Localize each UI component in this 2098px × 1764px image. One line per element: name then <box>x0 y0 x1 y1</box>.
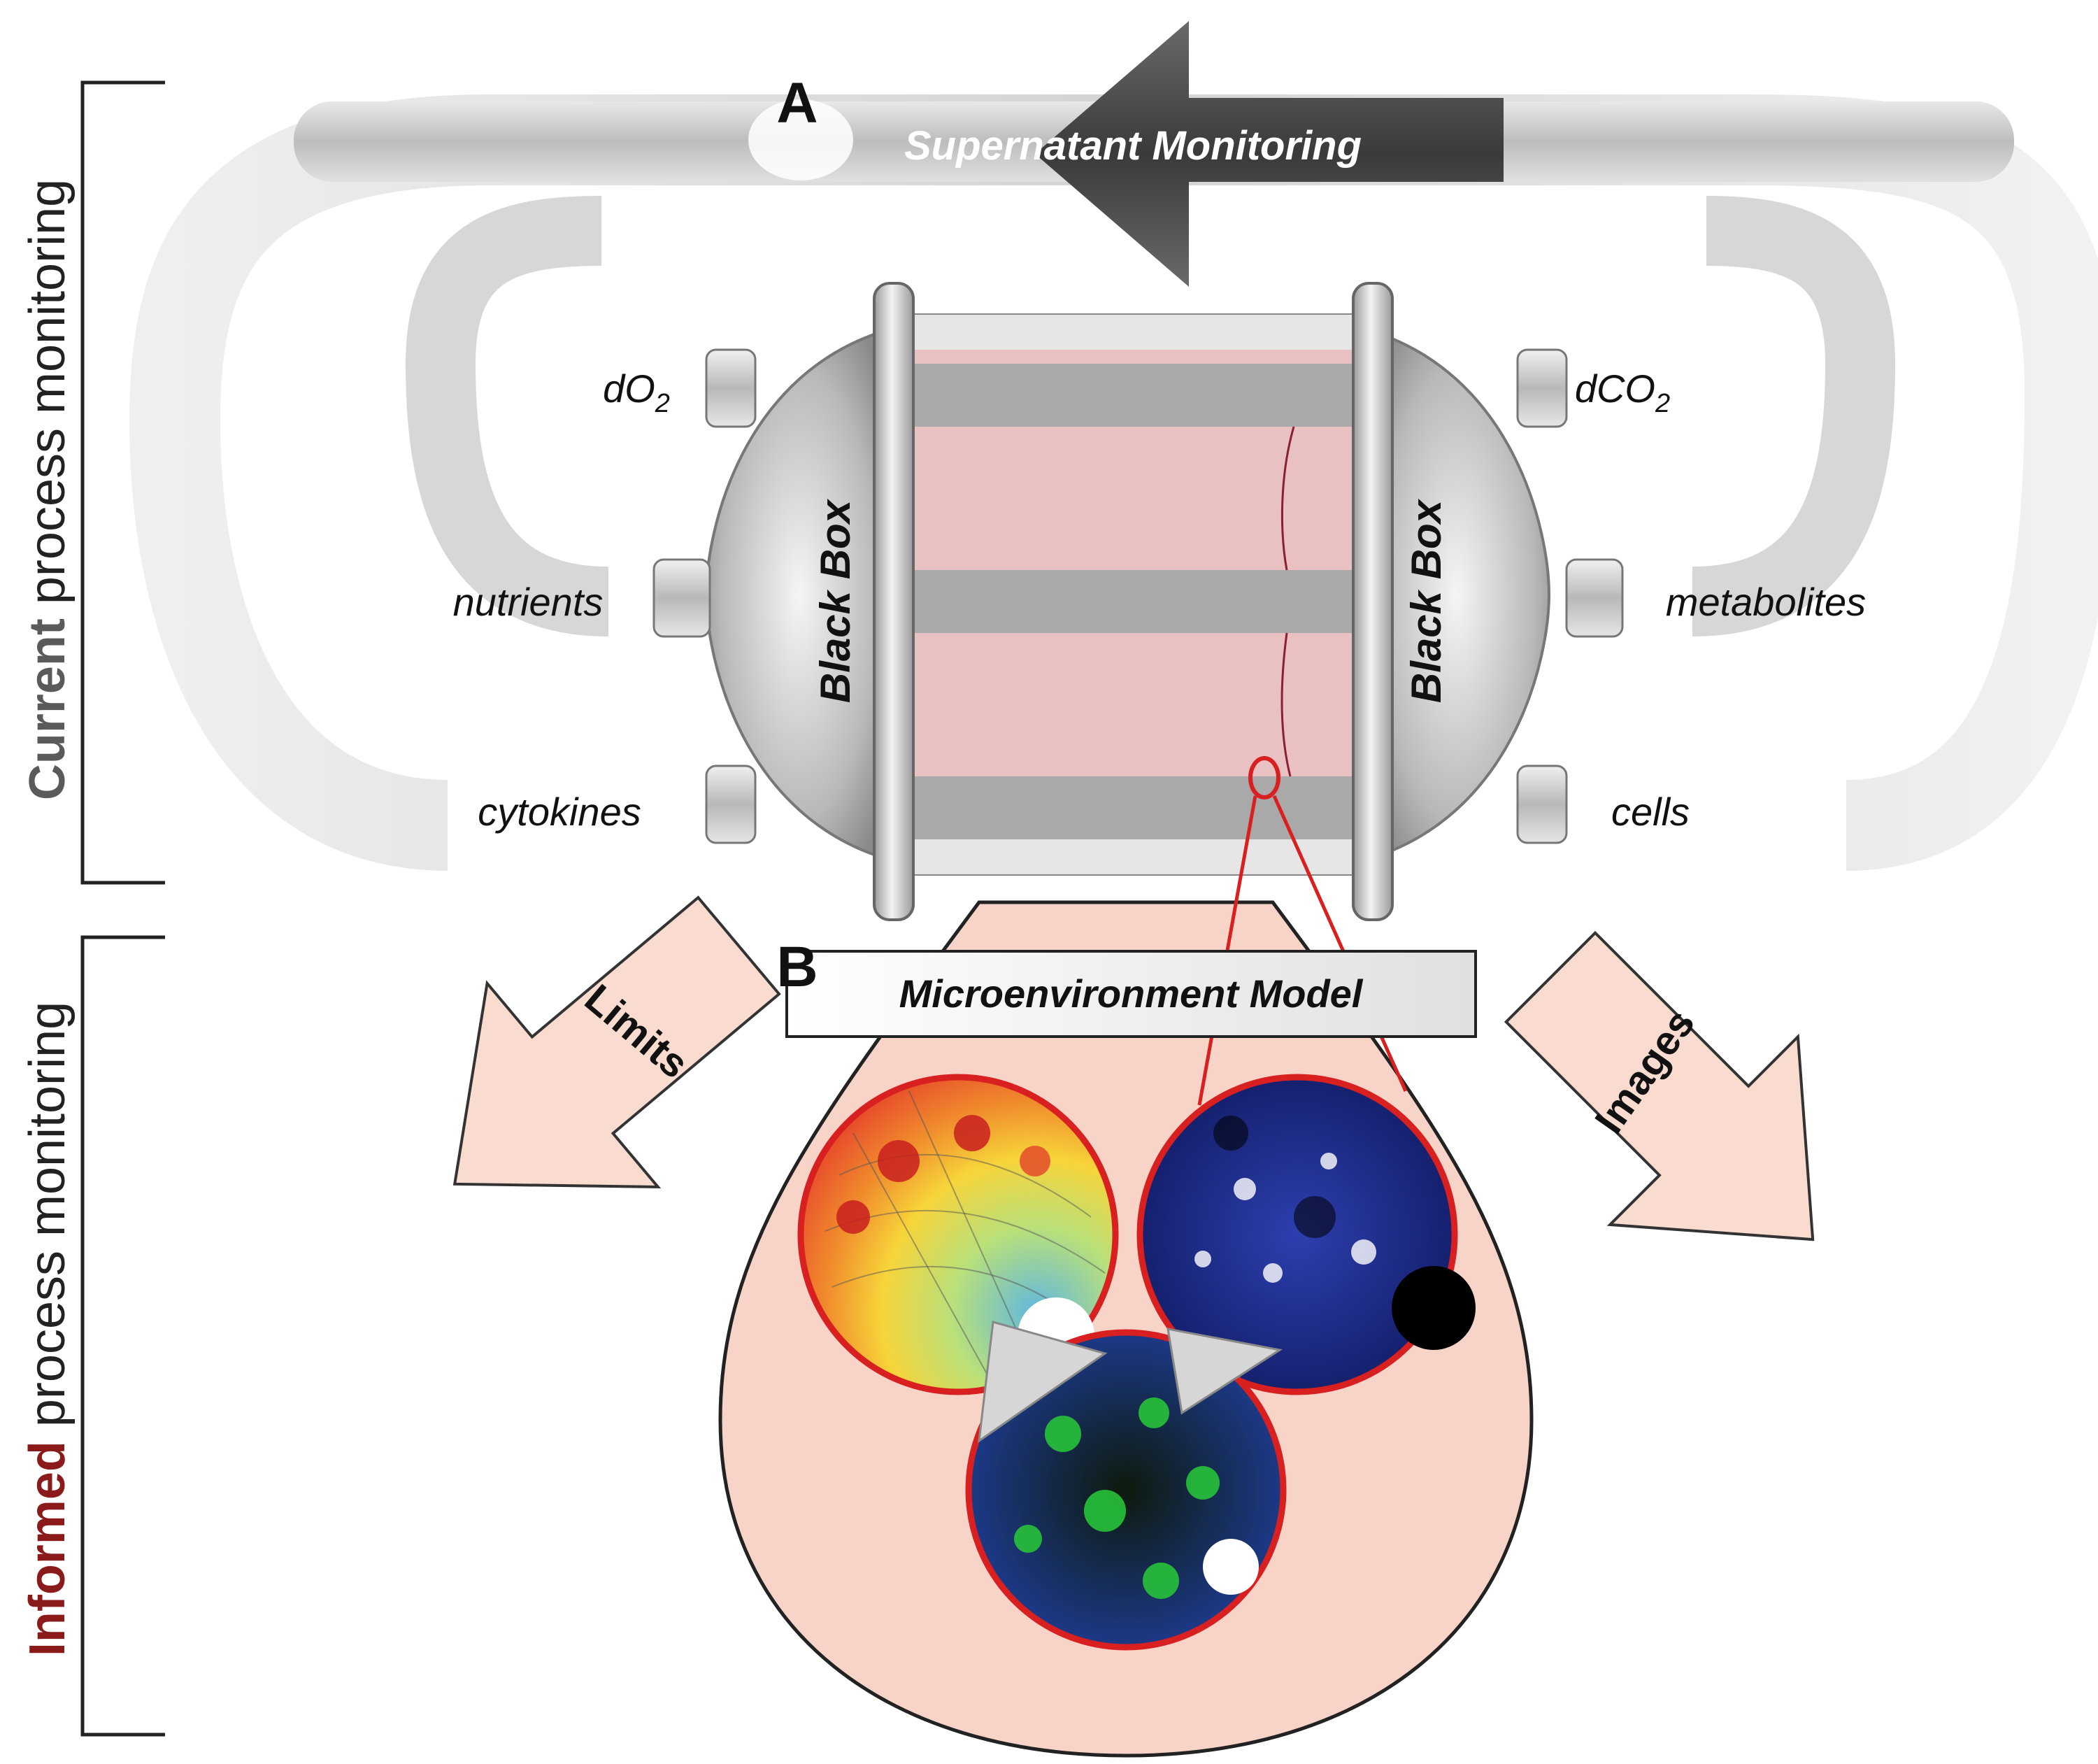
port-metabolites <box>1565 558 1624 638</box>
bioreactor: Black Box Black Box <box>704 282 1551 921</box>
cytokines-label: cytokines <box>478 790 641 834</box>
flow-triangle-left <box>978 1321 1108 1444</box>
port-dco2 <box>1516 348 1568 428</box>
flow-triangle-right <box>1166 1328 1283 1415</box>
panel-a-letter: A <box>776 71 818 135</box>
chamber-curve-1 <box>1280 426 1295 571</box>
microenvironment-model-label: Microenvironment Model <box>899 972 1364 1016</box>
tube-highlight <box>748 99 853 180</box>
chamber-bottom-rim <box>909 839 1357 874</box>
images-arrow: Images <box>1504 930 1815 1242</box>
supernatant-monitoring-label: Supernatant Monitoring <box>904 123 1362 169</box>
metabolites-label: metabolites <box>1666 580 1866 624</box>
dco2-label: dCO2 <box>1575 367 1670 418</box>
informed-bracket <box>80 935 165 1737</box>
port-do2 <box>705 348 757 428</box>
right-dome <box>1362 327 1551 862</box>
current-bracket <box>80 80 165 885</box>
model-label-box <box>785 950 1477 1038</box>
right-flange <box>1352 282 1394 921</box>
inner-loop-right <box>1691 196 1896 636</box>
port-cytokines <box>705 764 757 844</box>
limits-arrow: Limits <box>452 895 781 1189</box>
do2-label: dO2 <box>603 367 670 418</box>
cells-label: cells <box>1611 790 1690 834</box>
black-box-right-label: Black Box <box>1403 498 1450 703</box>
black-box-left-label: Black Box <box>812 498 859 703</box>
panel-b-letter: B <box>776 935 818 999</box>
informed-process-label: Informed process monitoring <box>20 1002 76 1656</box>
port-cells <box>1516 764 1568 844</box>
zoom-line-right <box>1272 795 1408 1093</box>
blue-cells-circle <box>1136 1074 1476 1395</box>
chamber-top-rim <box>909 315 1357 350</box>
supernatant-arrow <box>1035 21 1504 287</box>
inner-loop-left <box>405 196 610 636</box>
gray-fiber-3 <box>909 776 1357 839</box>
chamber-curve-2 <box>1280 632 1292 777</box>
green-cells-circle <box>965 1329 1287 1651</box>
left-flange <box>873 282 915 921</box>
zoom-callout-circle <box>1248 756 1280 799</box>
gray-fiber-1 <box>909 364 1357 427</box>
port-nutrients <box>652 558 711 638</box>
heatmap-circle <box>797 1074 1119 1395</box>
current-process-label: Current process monitoring <box>20 179 76 800</box>
nutrients-label: nutrients <box>453 580 604 624</box>
gray-fiber-2 <box>909 570 1357 633</box>
